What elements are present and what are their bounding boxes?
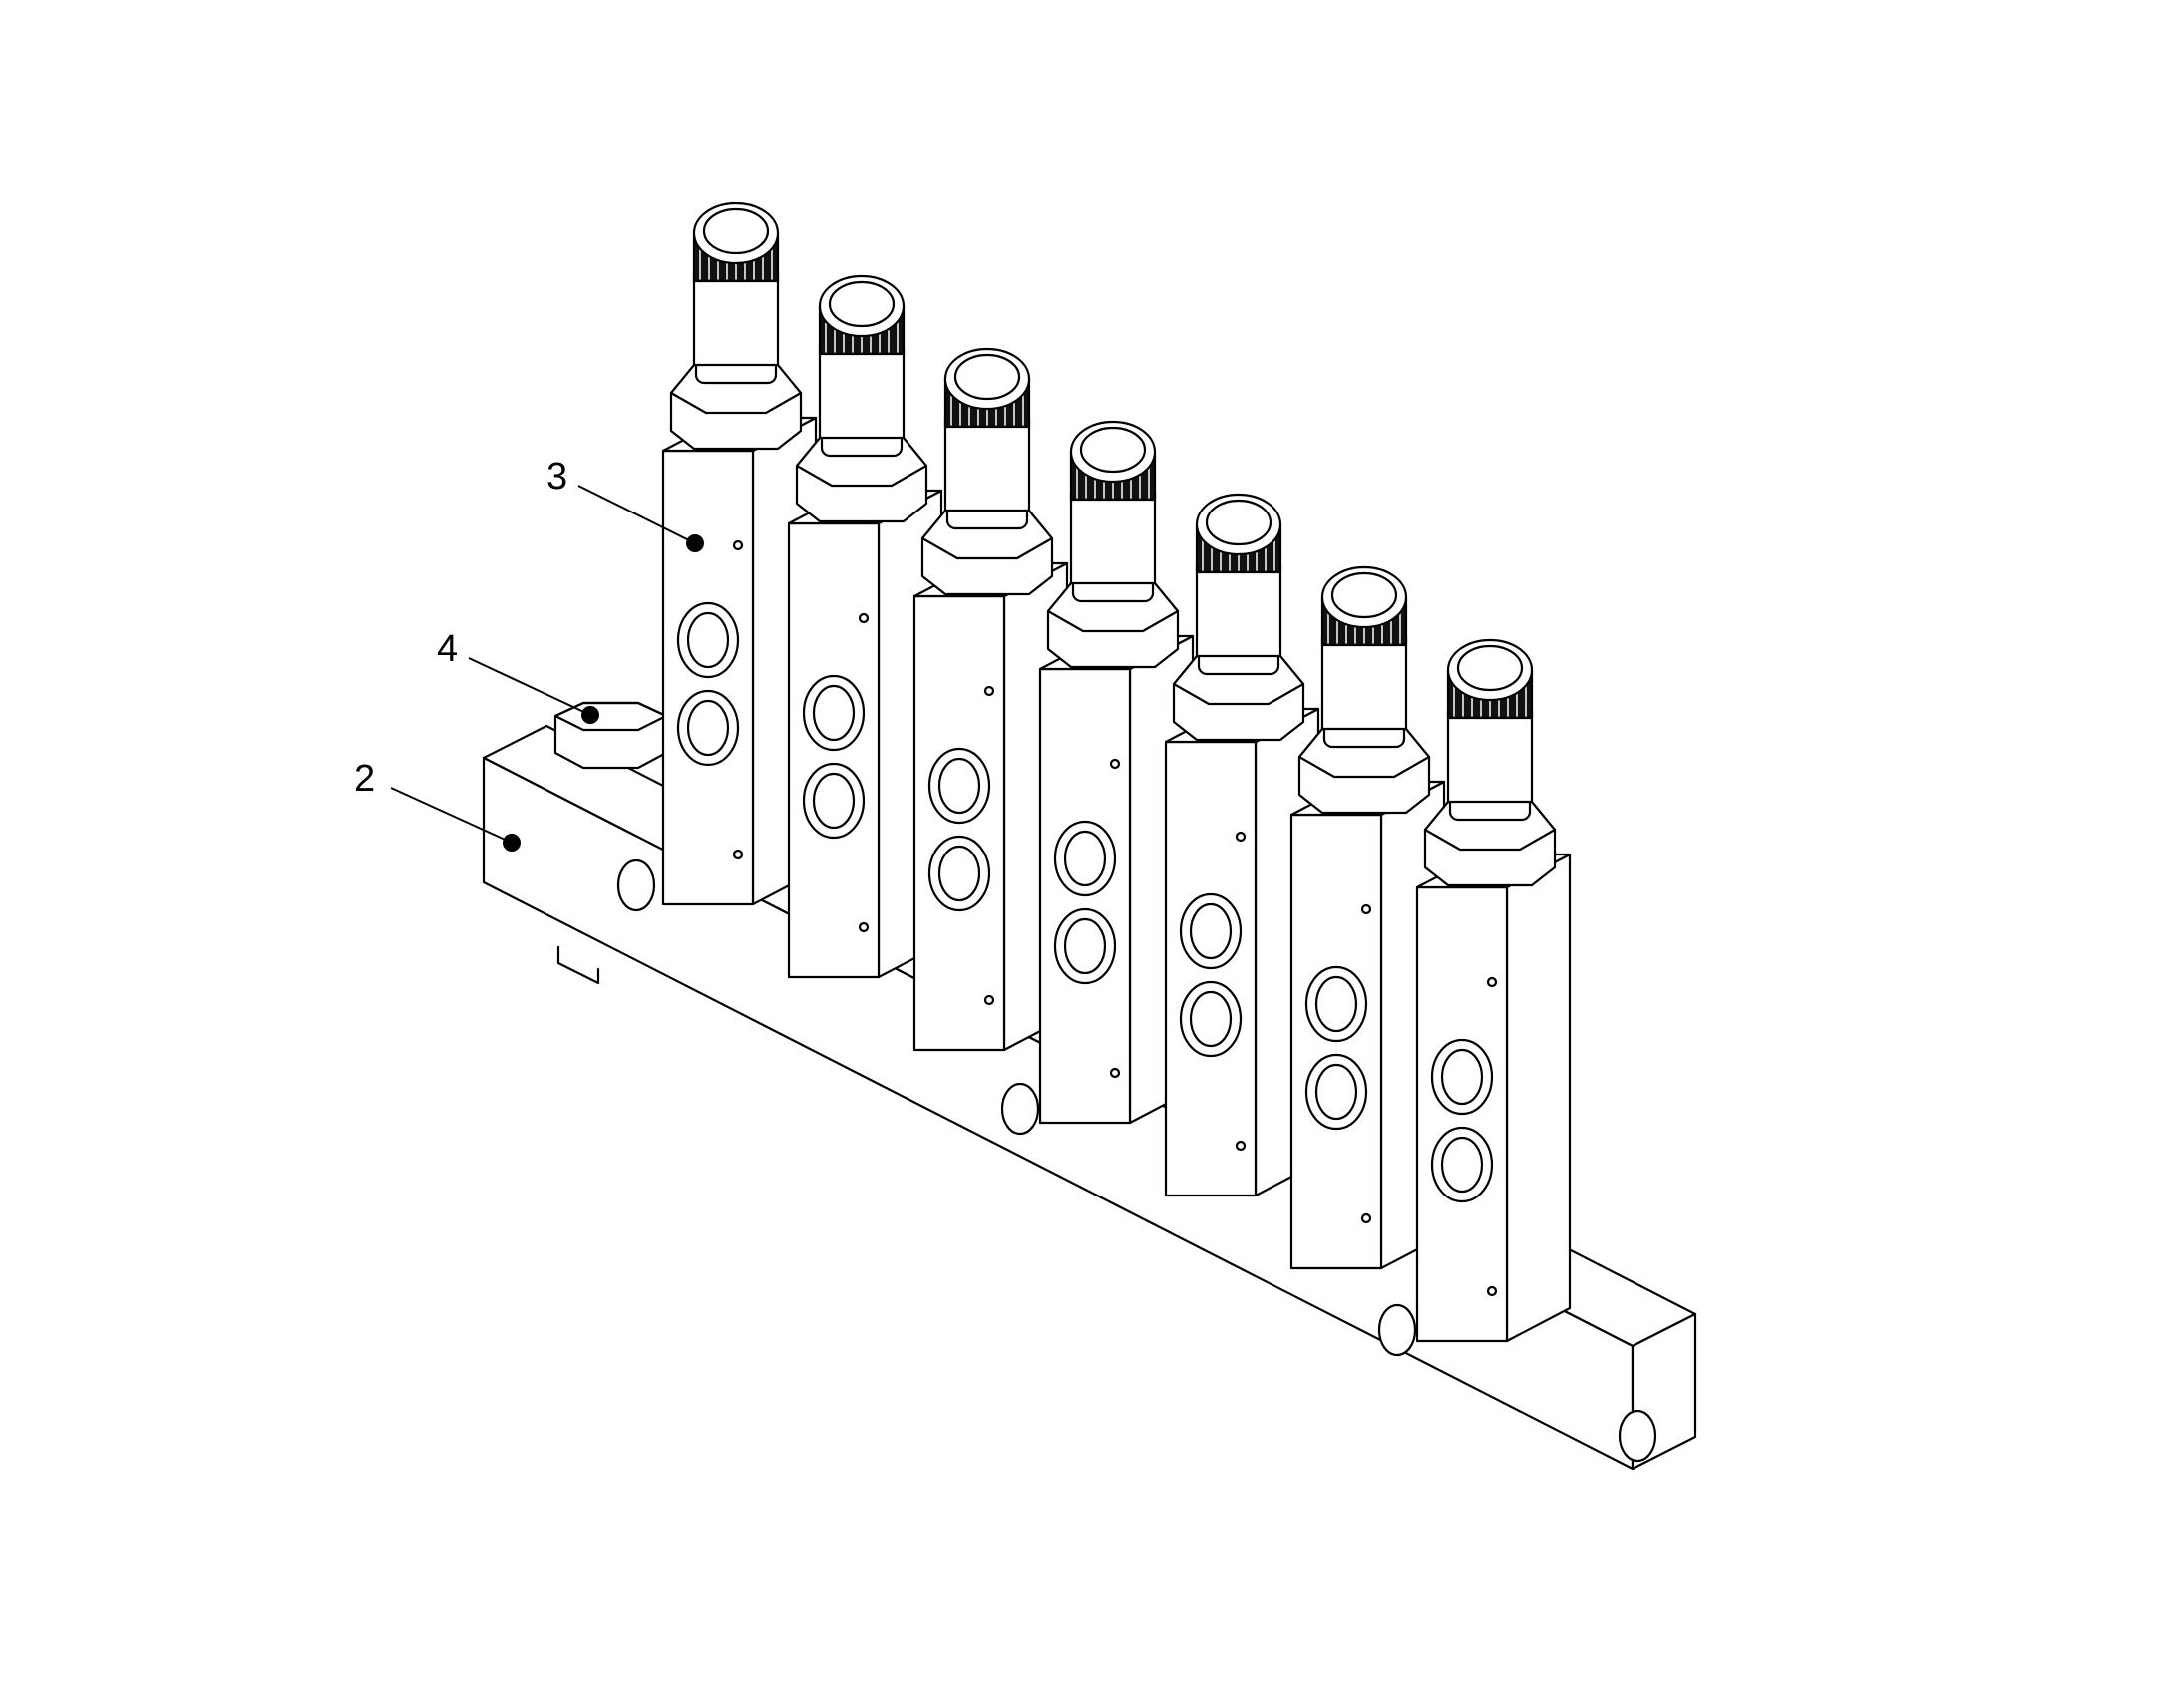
manifold-port-2: [1000, 1082, 1040, 1136]
manifold-port-1: [616, 858, 656, 912]
valve-port-inner-2: [686, 699, 730, 757]
callout-2-number: 2: [354, 758, 375, 800]
valve-port-inner-1: [812, 684, 856, 742]
valve-block-3: [912, 347, 1069, 1052]
callout-3: 3: [546, 456, 704, 552]
valve-screw-hole-top: [1235, 831, 1247, 843]
valve-port-inner-2: [1063, 917, 1107, 975]
valve-port-inner-2: [1189, 990, 1233, 1048]
callout-2-dot: [503, 834, 521, 852]
manifold-bottom-step: [556, 945, 600, 985]
callout-3-leader: [577, 485, 696, 544]
callout-3-dot: [686, 534, 704, 552]
valve-port-inner-1: [1440, 1048, 1484, 1106]
knob-cap-top: [953, 353, 1021, 401]
hex-nut-edge: [669, 391, 803, 415]
valve-block-2: [787, 274, 943, 979]
valve-screw-hole-bottom: [1486, 1285, 1498, 1297]
valve-port-inner-2: [937, 845, 981, 902]
valve-screw-hole-bottom: [732, 849, 744, 860]
valve-side-face: [1505, 853, 1572, 1343]
knob-body: [1320, 635, 1408, 731]
valve-screw-hole-top: [858, 612, 870, 624]
knob-cap-top: [1079, 426, 1147, 474]
valve-port-inner-2: [1314, 1063, 1358, 1121]
hex-nut-edge: [1046, 609, 1180, 633]
valve-blocks: [661, 201, 1572, 1343]
callout-4-leader: [468, 657, 591, 716]
valve-screw-hole-top: [732, 539, 744, 551]
knob-cap-top: [828, 280, 896, 328]
callout-2-leader: [390, 787, 513, 844]
manifold-end-port: [1618, 1409, 1657, 1463]
hex-plug: [553, 701, 668, 770]
callout-4: 4: [437, 628, 599, 724]
knob-cap-top: [1205, 499, 1272, 546]
valve-screw-hole-bottom: [1109, 1067, 1121, 1079]
valve-port-inner-1: [1189, 902, 1233, 960]
hex-nut-edge: [1172, 682, 1305, 706]
knob-body: [1446, 708, 1534, 804]
valve-block-4: [1038, 420, 1195, 1125]
knob-cap-top: [1330, 571, 1398, 619]
knob-body: [692, 271, 780, 367]
callout-4-dot: [581, 706, 599, 724]
valve-screw-hole-bottom: [1360, 1212, 1372, 1224]
valve-block-5: [1164, 493, 1320, 1197]
knob-cap-top: [702, 207, 770, 255]
callout-3-number: 3: [546, 456, 567, 498]
hex-nut-edge: [920, 536, 1054, 560]
hex-nut-edge: [795, 464, 928, 488]
valve-port-inner-1: [686, 611, 730, 669]
hex-nut-edge: [1297, 755, 1431, 779]
knob-body: [943, 417, 1031, 512]
valve-screw-hole-top: [983, 685, 995, 697]
valve-port-inner-2: [1440, 1136, 1484, 1194]
valve-block-7: [1415, 638, 1572, 1343]
callouts: 2 3 4: [354, 456, 704, 852]
valve-screw-hole-top: [1486, 976, 1498, 988]
hex-nut-edge: [1423, 828, 1557, 852]
valve-port-inner-1: [937, 757, 981, 815]
valve-screw-hole-top: [1109, 758, 1121, 770]
knob-body: [818, 344, 906, 440]
knob-body: [1195, 562, 1282, 658]
valve-port-inner-2: [812, 772, 856, 830]
valve-screw-hole-bottom: [1235, 1140, 1247, 1152]
valve-port-inner-1: [1063, 830, 1107, 887]
valve-port-inner-1: [1314, 975, 1358, 1033]
plug-hex-body: [553, 701, 668, 770]
callout-4-number: 4: [437, 628, 458, 670]
knob-cap-top: [1456, 644, 1524, 692]
callout-2: 2: [354, 758, 521, 852]
valve-screw-hole-bottom: [983, 994, 995, 1006]
valve-screw-hole-bottom: [858, 921, 870, 933]
knob-body: [1069, 490, 1157, 585]
valve-screw-hole-top: [1360, 903, 1372, 915]
manifold-port-3: [1377, 1303, 1417, 1357]
